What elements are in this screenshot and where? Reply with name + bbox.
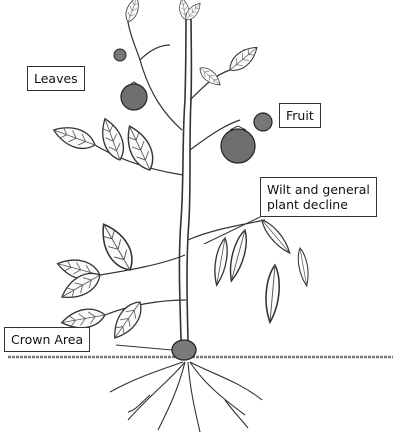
label-crown-area: Crown Area bbox=[4, 327, 90, 352]
leaves bbox=[51, 0, 262, 343]
roots bbox=[110, 362, 262, 432]
label-leaves: Leaves bbox=[27, 66, 85, 91]
label-wilt: Wilt and general plant decline bbox=[260, 177, 377, 217]
label-fruit: Fruit bbox=[279, 103, 321, 128]
crown-area bbox=[172, 340, 196, 360]
main-stem bbox=[179, 18, 191, 340]
